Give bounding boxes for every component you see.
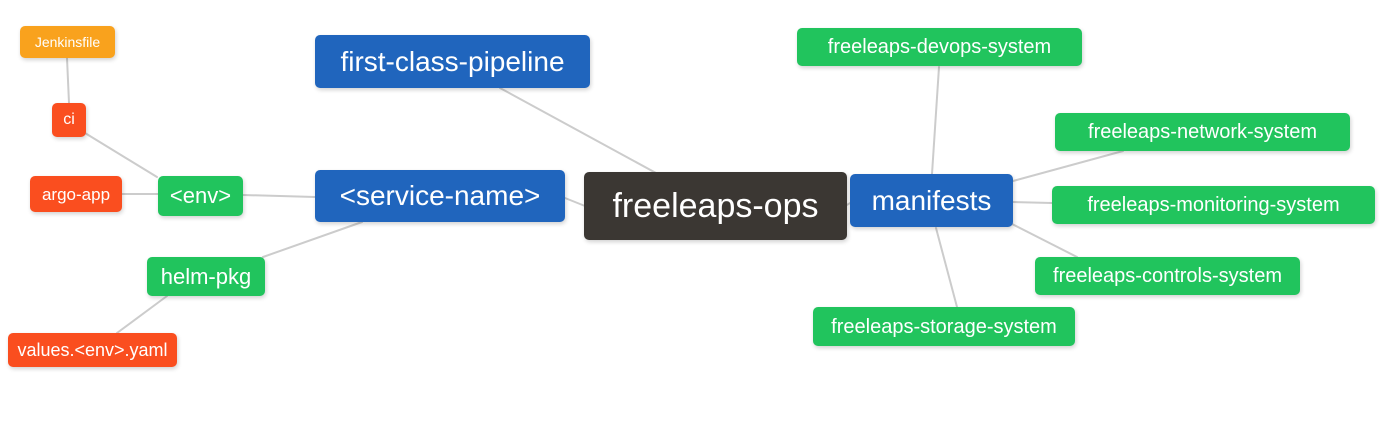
- mindmap-node-service-name[interactable]: <service-name>: [315, 170, 565, 222]
- mindmap-node-freeleaps-devops-system[interactable]: freeleaps-devops-system: [797, 28, 1082, 66]
- edge-manifests--freeleaps-network-system: [1012, 150, 1124, 182]
- mindmap-node-manifests[interactable]: manifests: [850, 174, 1013, 227]
- mindmap-node-freeleaps-storage-system[interactable]: freeleaps-storage-system: [813, 307, 1075, 346]
- mindmap-node-helm-pkg[interactable]: helm-pkg: [147, 257, 265, 296]
- edge-manifests--freeleaps-controls-system: [1011, 223, 1078, 258]
- mindmap-node-freeleaps-controls-system[interactable]: freeleaps-controls-system: [1035, 257, 1300, 295]
- mindmap-node-freeleaps-monitoring-system[interactable]: freeleaps-monitoring-system: [1052, 186, 1375, 224]
- edge-manifests--freeleaps-storage-system: [935, 227, 958, 308]
- mindmap-node-first-class-pipeline[interactable]: first-class-pipeline: [315, 35, 590, 88]
- mindmap-node-freeleaps-network-system[interactable]: freeleaps-network-system: [1055, 113, 1350, 151]
- edge-helm-pkg--service-name: [262, 221, 363, 258]
- edge-helm-pkg--values-env-yaml: [116, 295, 168, 334]
- edge-manifests--freeleaps-monitoring-system: [1012, 201, 1053, 204]
- mindmap-node-argo-app[interactable]: argo-app: [30, 176, 122, 212]
- mindmap-node-values-env-yaml[interactable]: values.<env>.yaml: [8, 333, 177, 367]
- mindmap-node-ci[interactable]: ci: [52, 103, 86, 137]
- edge-env--service-name: [242, 194, 316, 198]
- edge-jenkinsfile--ci: [66, 57, 70, 104]
- mindmap-node-jenkinsfile[interactable]: Jenkinsfile: [20, 26, 115, 58]
- edge-ci--env: [84, 132, 158, 178]
- mindmap-node-env[interactable]: <env>: [158, 176, 243, 216]
- edge-first-class-pipeline--freeleaps-ops: [499, 87, 657, 174]
- mindmap-node-freeleaps-ops[interactable]: freeleaps-ops: [584, 172, 847, 240]
- edge-service-name--freeleaps-ops: [564, 197, 586, 207]
- edge-manifests--freeleaps-devops-system: [931, 66, 940, 175]
